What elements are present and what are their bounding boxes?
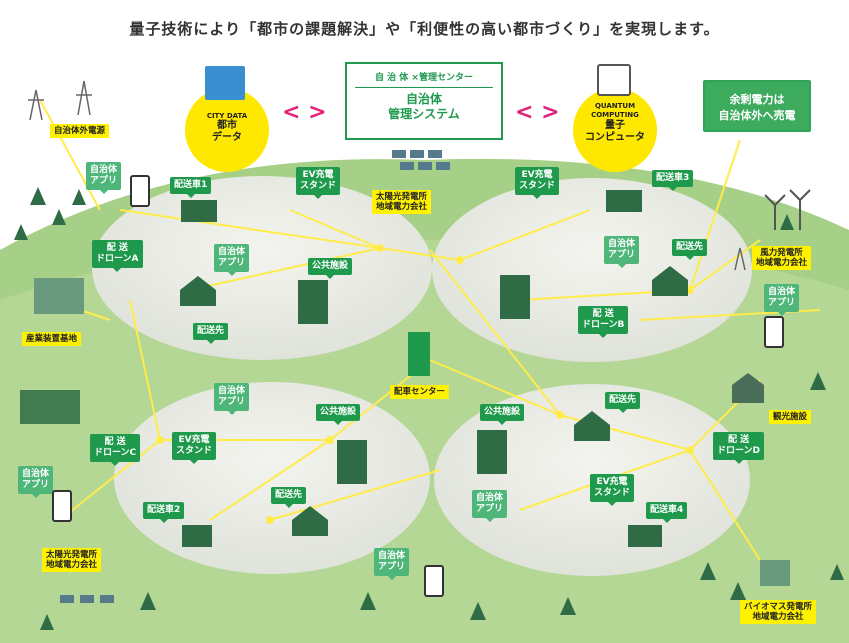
chip-icon [597, 64, 631, 96]
truck1-label: 配送車1 [170, 177, 212, 198]
solar-panel-icons [60, 150, 450, 603]
network-lines [39, 99, 821, 561]
dest-label-sw: 配送先 [271, 487, 307, 508]
farm-field [20, 390, 80, 424]
public-label-nw: 公共施設 [308, 258, 353, 279]
public-label-se: 公共施設 [480, 404, 525, 425]
public-label-sw: 公共施設 [316, 404, 361, 425]
app-label-ne: 自治体 アプリ [604, 236, 640, 268]
biomass-label: バイオマス発電所 地域電力会社 [740, 600, 817, 624]
management-head: 自 治 体 ×管理センター [375, 73, 473, 83]
factory-label: 産業装置基地 [22, 332, 82, 346]
district-disk-ne [432, 178, 752, 362]
app-label-nw2: 自治体 アプリ [214, 244, 250, 276]
ev-label-nw: EV充電 スタンド [296, 167, 341, 199]
city-data-badge: CITY DATA 都市 データ [185, 88, 269, 172]
dest-label-ne: 配送先 [672, 239, 708, 260]
tourism-label: 観光施設 [769, 410, 812, 424]
ev-label-se: EV充電 スタンド [590, 474, 635, 506]
divider [355, 87, 493, 88]
quantum-jp: 量子 コンピュータ [585, 120, 645, 143]
server-icon [205, 66, 245, 100]
app-label-east: 自治体 アプリ [764, 284, 800, 316]
app-label-west: 自治体 アプリ [18, 466, 54, 498]
droneA-label: 配 送 ドローンA [92, 240, 143, 272]
management-main: 自治体 管理システム [388, 92, 460, 121]
page-title: 量子技術により「都市の課題解決」や「利便性の高い都市づくり」を実現します。 [129, 20, 720, 38]
app-label-se: 自治体 アプリ [472, 490, 508, 522]
truck2-label: 配送車2 [143, 502, 185, 523]
ev-label-sw: EV充電 スタンド [172, 432, 217, 464]
phone-icon [764, 316, 784, 348]
solar-bottom-label: 太陽光発電所 地域電力会社 [42, 548, 102, 572]
phone-icon [424, 565, 444, 597]
link-right-icon: < > [515, 100, 560, 125]
link-left-icon: < > [282, 100, 327, 125]
external-power-label: 自治体外電源 [50, 124, 110, 138]
droneC-label: 配 送 ドローンC [90, 434, 141, 466]
quantum-badge: QUANTUM COMPUTING 量子 コンピュータ [573, 88, 657, 172]
building-icons [34, 190, 790, 586]
solar-top-label: 太陽光発電所 地域電力会社 [372, 190, 432, 214]
app-label-south: 自治体 アプリ [374, 548, 410, 580]
pylon-icons [28, 80, 746, 271]
dispatch-center-label: 配車センター [390, 385, 450, 399]
quantum-en: QUANTUM COMPUTING [591, 102, 639, 119]
surplus-power-box: 余剰電力は 自治体外へ売電 [703, 80, 811, 132]
district-disk-nw [92, 176, 432, 360]
city-data-en: CITY DATA [206, 112, 248, 120]
truck3-label: 配送車3 [652, 170, 694, 191]
droneB-label: 配 送 ドローンB [578, 306, 629, 338]
tree-icons [14, 187, 844, 630]
network-nodes [156, 244, 694, 524]
city-data-jp: 都市 データ [212, 120, 242, 143]
app-label-nw: 自治体 アプリ [86, 162, 122, 194]
wind-turbine-icons [764, 189, 811, 230]
app-label-sw: 自治体 アプリ [214, 383, 250, 415]
management-system-box: 自 治 体 ×管理センター 自治体 管理システム [345, 62, 503, 140]
dest-label-nw: 配送先 [193, 323, 229, 344]
droneD-label: 配 送 ドローンD [713, 432, 765, 464]
dest-label-se: 配送先 [605, 392, 641, 413]
wind-label: 風力発電所 地域電力会社 [752, 246, 812, 270]
phone-icon [52, 490, 72, 522]
ev-label-ne: EV充電 スタンド [515, 167, 560, 199]
phone-icon [130, 175, 150, 207]
truck4-label: 配送車4 [646, 502, 688, 523]
